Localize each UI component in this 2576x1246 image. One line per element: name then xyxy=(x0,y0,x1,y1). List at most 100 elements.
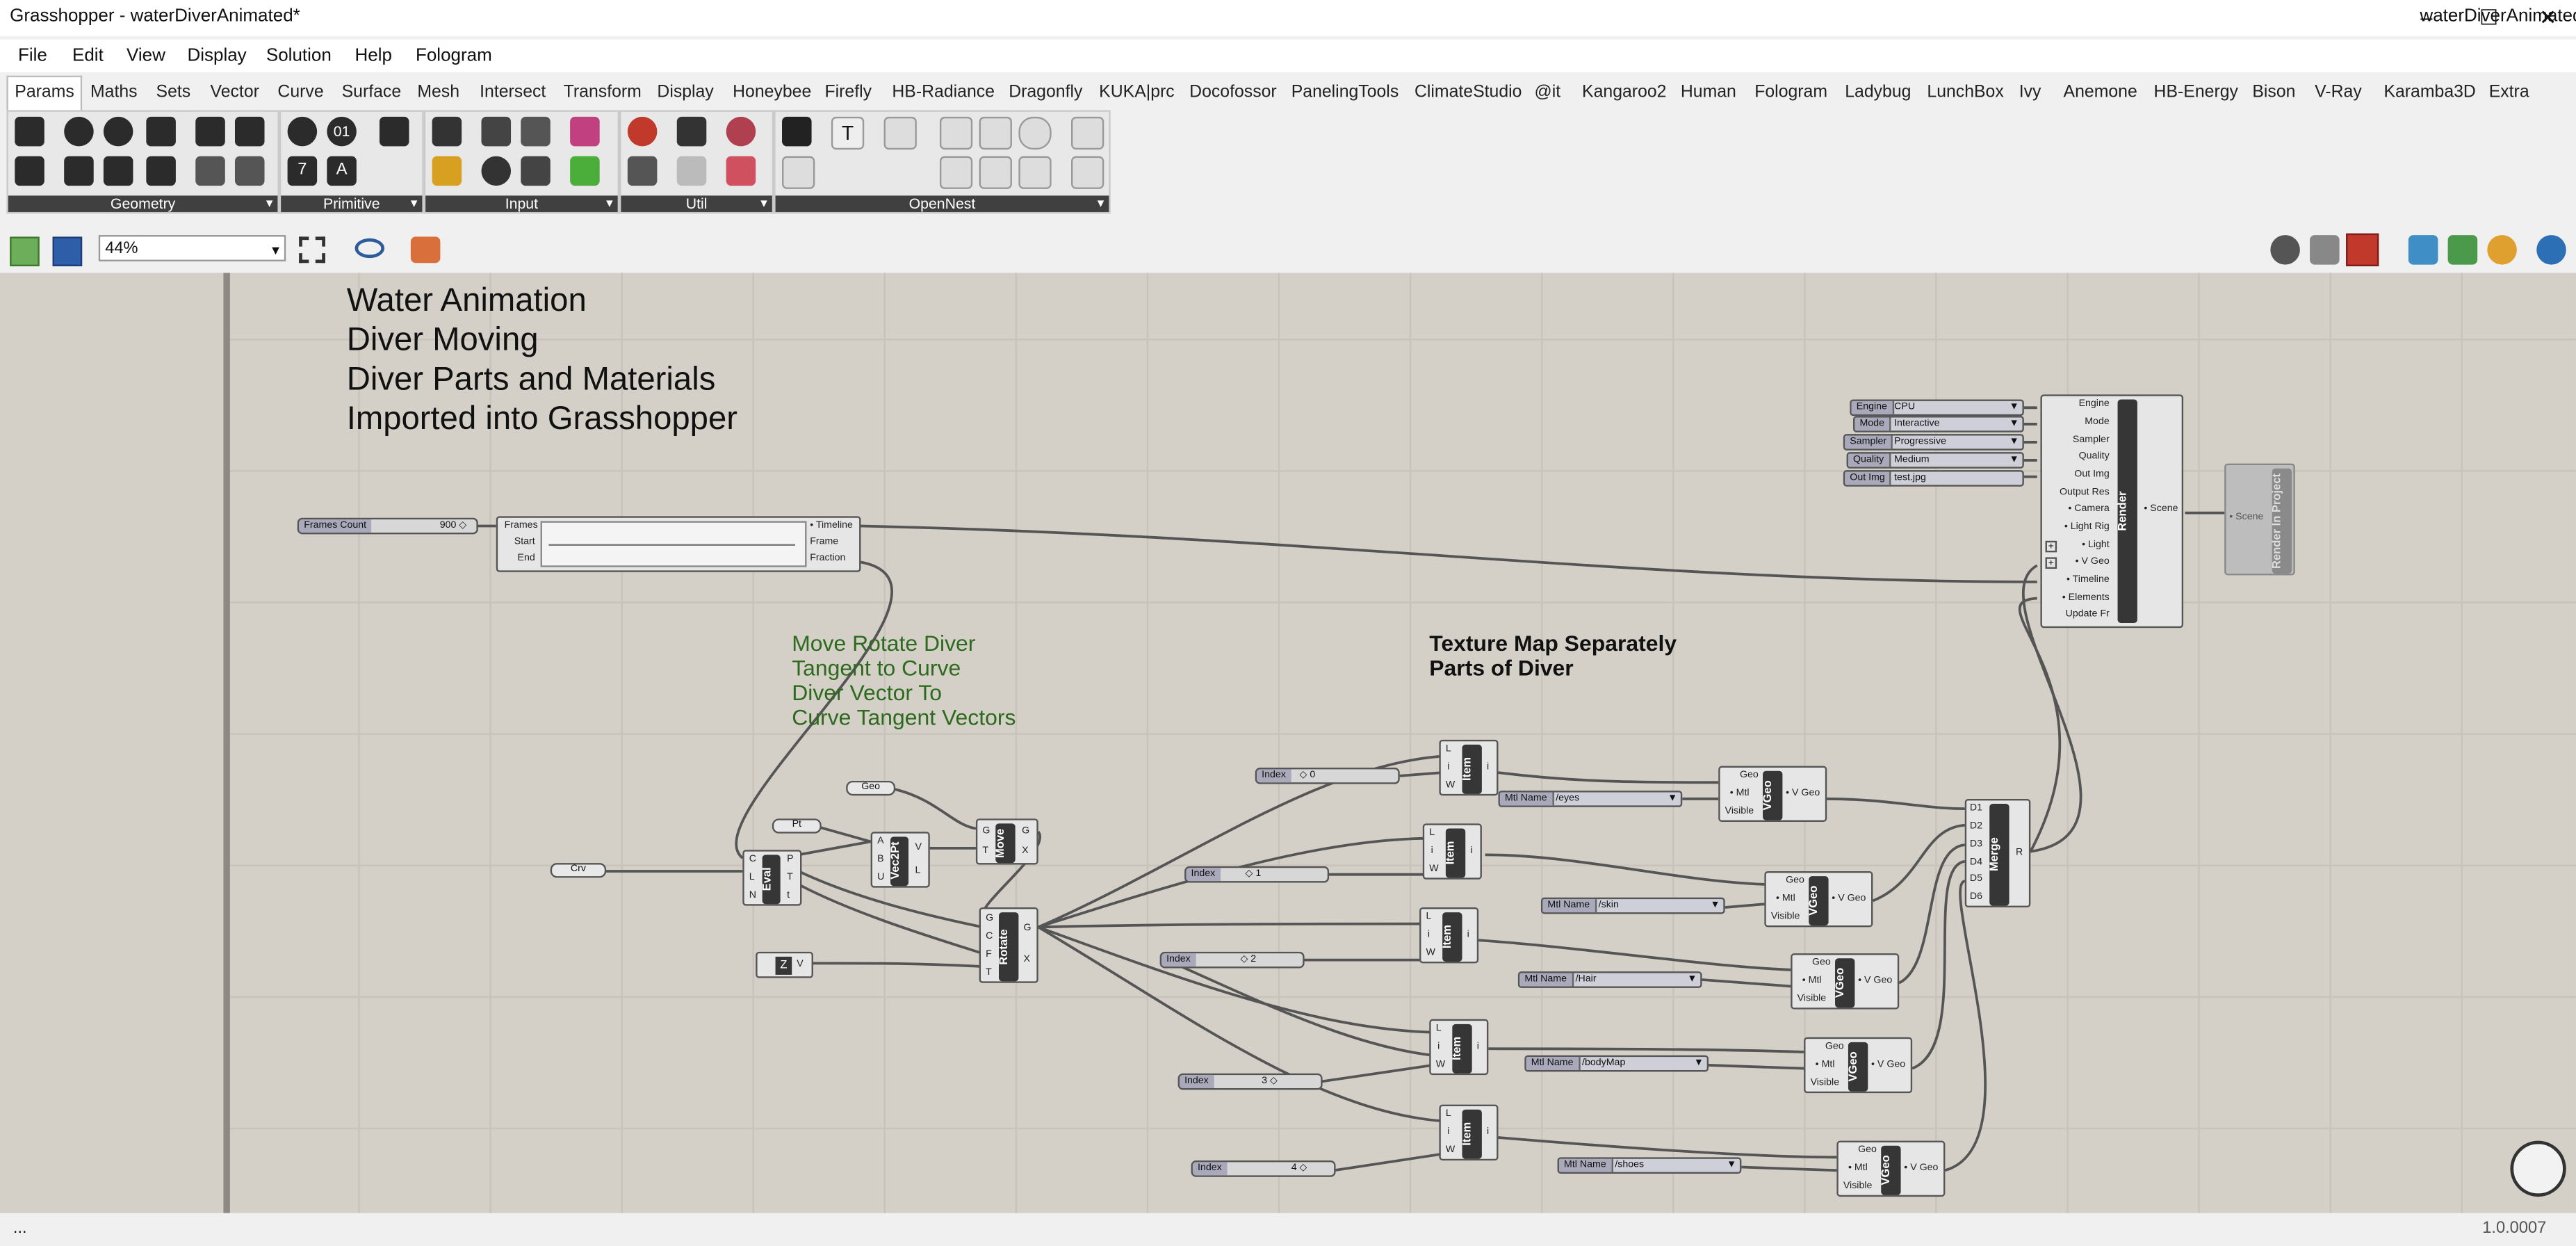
port-end[interactable]: End xyxy=(517,553,535,564)
port-mtl[interactable]: • Mtl xyxy=(1729,788,1750,799)
tab-anemone[interactable]: Anemone xyxy=(2063,82,2137,102)
bag-icon[interactable] xyxy=(1018,156,1052,189)
port-d5[interactable]: D5 xyxy=(1969,874,1982,884)
dice-icon[interactable] xyxy=(979,156,1012,189)
grid-dots-icon[interactable] xyxy=(939,156,973,189)
preview-eye-icon[interactable] xyxy=(354,238,385,259)
gradient-icon[interactable] xyxy=(570,116,600,147)
tab-karamba3d[interactable]: Karamba3D xyxy=(2383,82,2476,102)
rotate-component[interactable]: G C F T Rotate G X xyxy=(979,907,1038,983)
port-c[interactable]: C xyxy=(749,855,757,865)
tab-mesh[interactable]: Mesh xyxy=(417,82,460,102)
port-i[interactable]: i xyxy=(1437,1042,1440,1053)
port-output-res[interactable]: Output Res xyxy=(2059,488,2110,499)
port-v-geo[interactable]: • V Geo xyxy=(1786,788,1820,799)
material-list-skin[interactable]: Mtl Name /skin ▼ xyxy=(1540,897,1725,914)
frames-count-slider[interactable]: Frames Count 900 ◇ xyxy=(297,517,478,535)
tab-hb-radiance[interactable]: HB-Radiance xyxy=(892,82,995,102)
minimize-button[interactable]: – xyxy=(2420,5,2433,30)
chevron-down-icon[interactable]: ▼ xyxy=(2009,437,2019,448)
slider-icon[interactable] xyxy=(432,116,462,147)
tab-kangaroo2[interactable]: Kangaroo2 xyxy=(1582,82,1667,102)
port-t[interactable]: T xyxy=(982,846,989,857)
port-f[interactable]: F xyxy=(986,950,992,960)
cherry-picker-icon[interactable] xyxy=(627,116,658,147)
mesh-param-icon[interactable] xyxy=(195,156,225,186)
port-mtl[interactable]: • Mtl xyxy=(1815,1060,1835,1071)
menu-fologram[interactable]: Fologram xyxy=(415,46,492,66)
engine-value-list[interactable]: Engine CPU ▼ xyxy=(1850,399,2024,416)
vgeo-component-hair[interactable]: Geo • Mtl Visible VGeo • V Geo xyxy=(1791,953,1900,1010)
button-icon[interactable] xyxy=(481,156,512,186)
port-timeline[interactable]: • Timeline xyxy=(2066,575,2110,585)
port-i-out[interactable]: i xyxy=(1486,1127,1490,1138)
box-param-icon[interactable] xyxy=(195,116,225,147)
surface-param-icon[interactable] xyxy=(234,156,265,186)
function-icon[interactable] xyxy=(1071,116,1104,150)
port-i[interactable]: i xyxy=(1430,846,1433,857)
sphere-preview-icon[interactable] xyxy=(2536,235,2566,265)
circle-param-icon[interactable] xyxy=(64,116,94,147)
out-img-value-list[interactable]: Out Img test.jpg xyxy=(1843,470,2024,487)
vgeo-component-bodymap[interactable]: Geo • Mtl Visible VGeo • V Geo xyxy=(1804,1037,1913,1094)
mode-value-list[interactable]: Mode Interactive ▼ xyxy=(1853,416,2024,432)
line-param-icon[interactable] xyxy=(64,156,94,186)
port-sampler[interactable]: Sampler xyxy=(2072,435,2110,446)
port-mode[interactable]: Mode xyxy=(2085,417,2110,428)
menu-file[interactable]: File xyxy=(17,46,47,66)
port-x[interactable]: X xyxy=(1022,846,1029,857)
preview-selected-icon[interactable] xyxy=(2346,233,2379,266)
chevron-down-icon[interactable]: ▼ xyxy=(1693,1058,1704,1069)
tab-extra[interactable]: Extra xyxy=(2488,82,2529,102)
maximize-button[interactable]: ☐ xyxy=(2479,5,2499,30)
pt-param[interactable]: Pt xyxy=(772,818,822,834)
preview-wire-icon[interactable] xyxy=(2310,235,2340,265)
tab-lunchbox[interactable]: LunchBox xyxy=(1927,82,2004,102)
preview-shaded-icon[interactable] xyxy=(2270,235,2300,265)
port-d3[interactable]: D3 xyxy=(1969,840,1982,850)
port-t[interactable]: T xyxy=(986,968,992,978)
port-d6[interactable]: D6 xyxy=(1969,892,1982,903)
vector-param-icon[interactable] xyxy=(15,156,44,186)
tree-icon[interactable] xyxy=(627,156,658,186)
tab-dragonfly[interactable]: Dragonfly xyxy=(1009,82,1083,102)
tab-surface[interactable]: Surface xyxy=(341,82,402,102)
port-l[interactable]: L xyxy=(1445,1109,1451,1119)
tab-hb-energy[interactable]: HB-Energy xyxy=(2153,82,2238,102)
tab-curve[interactable]: Curve xyxy=(277,82,324,102)
port-c[interactable]: C xyxy=(986,932,993,942)
vgeo-component-shoes[interactable]: Geo • Mtl Visible VGeo • V Geo xyxy=(1836,1140,1946,1197)
flask-icon[interactable] xyxy=(726,156,756,186)
port-w[interactable]: W xyxy=(1445,780,1456,791)
port-mtl[interactable]: • Mtl xyxy=(1848,1163,1868,1174)
chevron-down-icon[interactable]: ▼ xyxy=(1727,1160,1737,1171)
port-visible[interactable]: Visible xyxy=(1797,994,1827,1005)
label-icon[interactable] xyxy=(883,116,917,150)
port-geo[interactable]: Geo xyxy=(1858,1145,1877,1156)
close-button[interactable]: ✕ xyxy=(2538,5,2557,30)
index-slider-3[interactable]: Index 3 ◇ xyxy=(1177,1073,1323,1090)
signal-icon[interactable] xyxy=(782,156,815,189)
material-list-bodymap[interactable]: Mtl Name /bodyMap ▼ xyxy=(1524,1055,1709,1072)
port-n[interactable]: N xyxy=(749,891,757,901)
tab-fologram[interactable]: Fologram xyxy=(1754,82,1828,102)
port-visible[interactable]: Visible xyxy=(1810,1078,1840,1089)
port-p[interactable]: P xyxy=(787,855,794,865)
port-d2[interactable]: D2 xyxy=(1969,822,1982,832)
port-w[interactable]: W xyxy=(1426,948,1435,959)
vgeo-component-skin[interactable]: Geo • Mtl Visible VGeo • V Geo xyxy=(1764,871,1873,928)
port-r[interactable]: R xyxy=(2016,848,2023,859)
port-scene[interactable]: • Scene xyxy=(2144,504,2178,515)
cube-icon[interactable] xyxy=(979,116,1012,150)
chevron-down-icon[interactable]: ▼ xyxy=(2009,419,2019,430)
port-geo[interactable]: Geo xyxy=(1739,770,1759,781)
port-l[interactable]: L xyxy=(749,873,755,883)
port-v-geo[interactable]: • V Geo xyxy=(2075,557,2110,567)
polyline-param-icon[interactable] xyxy=(103,156,133,186)
port-geo[interactable]: Geo xyxy=(1811,958,1831,969)
port-g[interactable]: G xyxy=(982,827,991,837)
port-quality[interactable]: Quality xyxy=(2078,452,2110,462)
list-item-component[interactable]: L i W Item i xyxy=(1422,823,1482,880)
arc-param-icon[interactable] xyxy=(103,116,133,147)
list-item-component[interactable]: L i W Item i xyxy=(1439,1104,1499,1161)
